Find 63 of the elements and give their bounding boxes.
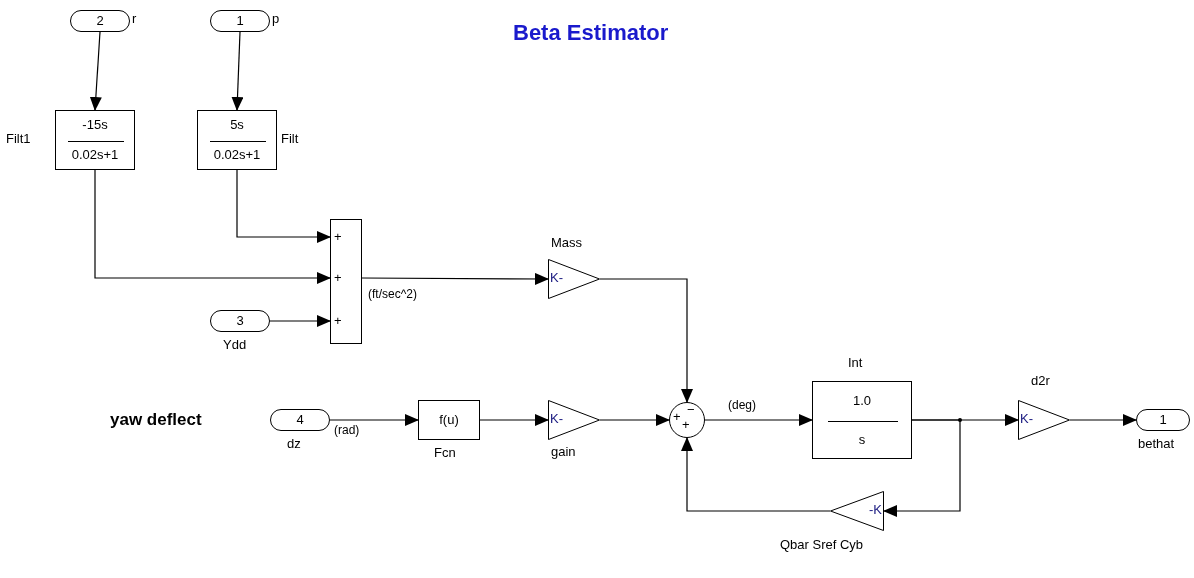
- block-name: dz: [287, 437, 301, 451]
- diagram-title: Beta Estimator: [513, 20, 669, 46]
- signal-arrow: [231, 31, 244, 111]
- block-name: bethat: [1138, 437, 1175, 451]
- gain-value: -K: [869, 503, 882, 517]
- block-name: Qbar Sref Cyb: [780, 538, 864, 552]
- sum-block: [330, 219, 362, 344]
- block-name: Filt: [281, 132, 299, 146]
- transfer-function-block: [812, 381, 912, 459]
- gain-value: K-: [550, 412, 563, 426]
- sign-symbol: +: [682, 419, 690, 431]
- sign-symbol: +: [334, 230, 342, 244]
- signal-arrow: [599, 278, 693, 403]
- block-name: d2r: [1031, 374, 1050, 388]
- gain-block: [1018, 400, 1070, 440]
- block-name: Mass: [551, 236, 583, 250]
- gain-block: [548, 259, 600, 299]
- signal-arrow: [479, 414, 549, 426]
- signal-arrow: [599, 414, 670, 426]
- port-number: 1: [1158, 413, 1168, 427]
- signal-arrow: [94, 169, 331, 284]
- block-name: Filt1: [6, 132, 31, 146]
- gain-value: K-: [550, 271, 563, 285]
- block-name: Fcn: [434, 446, 456, 460]
- transfer-function-term: 0.02s+1: [212, 148, 262, 162]
- transfer-function-block: [55, 110, 135, 170]
- gain-value: K-: [1020, 412, 1033, 426]
- block-name: Ydd: [223, 338, 247, 352]
- function-block: [418, 400, 480, 440]
- signal-arrow: [681, 437, 831, 512]
- signal-arrow: [361, 272, 549, 285]
- signal-unit-label: (deg): [727, 398, 757, 412]
- transfer-function-term: 1.0: [851, 393, 873, 408]
- sign-symbol: +: [334, 271, 342, 285]
- sign-symbol: +: [673, 411, 681, 423]
- block-name: Int: [848, 356, 863, 370]
- port-number: 3: [235, 314, 245, 328]
- gain-block: [548, 400, 600, 440]
- transfer-function-term: -15s: [81, 118, 109, 132]
- port-number: 2: [95, 14, 105, 28]
- signal-unit-label: (ft/sec^2): [367, 287, 418, 301]
- signal-arrow: [329, 414, 419, 426]
- block-name: p: [272, 12, 280, 26]
- signal-arrow: [704, 414, 813, 426]
- transfer-function-term: 0.02s+1: [70, 148, 120, 162]
- block-name: gain: [551, 445, 576, 459]
- signal-arrow: [1069, 414, 1137, 426]
- port-number: 4: [295, 413, 305, 427]
- gain-block: [830, 491, 884, 531]
- sign-symbol: +: [334, 314, 342, 328]
- block-name: r: [132, 12, 137, 26]
- transfer-function-term: 5s: [229, 118, 245, 132]
- signal-arrow: [89, 31, 102, 111]
- signal-arrow: [269, 315, 331, 327]
- port-number: 1: [235, 14, 245, 28]
- transfer-function-block: [197, 110, 277, 170]
- input-description: yaw deflect: [110, 410, 202, 430]
- signal-arrow: [883, 419, 961, 517]
- transfer-function-term: s: [857, 432, 867, 447]
- signal-unit-label: (rad): [333, 423, 361, 437]
- function-expression: f(u): [438, 413, 460, 427]
- signal-arrow: [236, 169, 331, 243]
- sign-symbol: −: [687, 404, 695, 416]
